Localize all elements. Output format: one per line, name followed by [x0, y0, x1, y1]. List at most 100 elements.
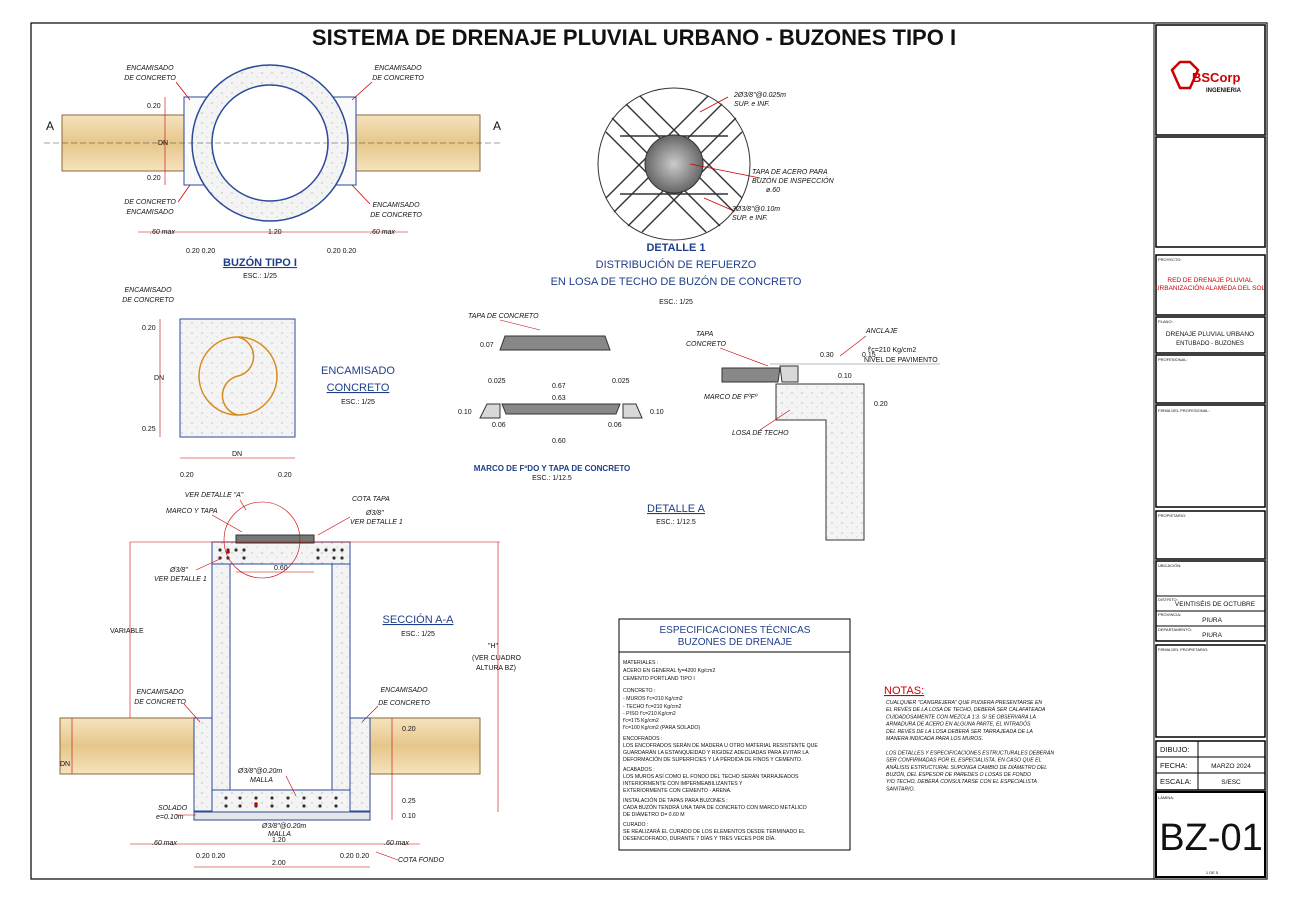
tb-sheet-no: 1 DE 5: [1206, 870, 1219, 875]
logo-icon: [1170, 60, 1200, 90]
marco-d060: 0.60: [552, 438, 566, 445]
tb-escala-lbl: ESCALA:: [1160, 777, 1192, 786]
sec-d060: 0.60: [274, 565, 288, 572]
marco-caption: MARCO DE FºDO Y TAPA DE CONCRETO: [474, 464, 631, 473]
tb-plano2: ENTUBADO - BUZONES: [1176, 341, 1244, 347]
sec-malla1-bot: Ø3/8"@0.20m: [261, 823, 306, 830]
da-marco: MARCO DE FºFº: [704, 394, 758, 401]
specs-line: DEFORMACIÓN DE SUPERFICIES Y LA PÉRDIDA …: [623, 756, 802, 763]
sec-ver1-r: VER DETALLE 1: [350, 519, 403, 526]
enc-dim025: 0.25: [142, 426, 156, 433]
plan-buzon: A A ENCAMISADO DE CONCRETO ENCAMISADO DE…: [44, 64, 501, 280]
sec-d020-r: 0.20: [402, 726, 416, 733]
da-d020: 0.20: [874, 401, 888, 408]
sec-caption: SECCIÓN A-A: [383, 613, 455, 626]
da-tapa1: TAPA: [696, 331, 714, 338]
notas-lines: CUALQUIER "CANGREJERA" QUE PUDIERA PRESE…: [885, 700, 1054, 792]
sec-d200: 2.00: [272, 860, 286, 867]
enc-dim020-b: 0.20: [180, 472, 194, 479]
tb-lamina: BZ-01: [1159, 817, 1262, 859]
specs-line: CONCRETO :: [623, 688, 655, 694]
dim-020020-r: 0.20 0.20: [327, 248, 356, 255]
marco-d006-l: 0.06: [492, 422, 506, 429]
specs-line: EXTERIORMENTE CON CEMENTO - ARENA.: [623, 788, 732, 794]
d1-bot-sup: SUP. e INF.: [732, 215, 768, 222]
tb-escala: S/ESC: [1221, 779, 1241, 786]
marco-d006-r: 0.06: [608, 422, 622, 429]
sec-enc-r1: ENCAMISADO: [380, 687, 428, 694]
enc-scale: ESC.: 1/25: [341, 399, 375, 406]
enc-label2: DE CONCRETO: [122, 297, 174, 304]
tb-provincia: PIURA: [1202, 617, 1223, 624]
marco-d0025-r: 0.025: [612, 378, 630, 385]
enc-label1: ENCAMISADO: [124, 287, 172, 294]
sec-h3: ALTURA BZ): [476, 665, 516, 672]
tb-provincia-lbl: PROVINCIA:: [1158, 612, 1181, 617]
sec-d020020-r: 0.20 0.20: [340, 853, 369, 860]
logo-text: BSCorp: [1192, 70, 1240, 85]
specs-line: CADA BUZÓN TENDRÁ UNA TAPA DE CONCRETO C…: [623, 804, 807, 811]
d1-caption2: DISTRIBUCIÓN DE REFUERZO: [596, 258, 757, 271]
specs-line: - MUROS f'c=210 Kg/cm2: [623, 696, 683, 702]
sec-d020020-l: 0.20 0.20: [196, 853, 225, 860]
marco-d010-r: 0.10: [650, 409, 664, 416]
d1-scale: ESC.: 1/25: [659, 299, 693, 306]
logo-sub: INGENIERIA: [1206, 88, 1242, 94]
specs-line: DESENCOFRADO, DURANTE 7 DÍAS Y TRES VECE…: [623, 835, 776, 842]
label-concreto-bl: DE CONCRETO: [124, 199, 176, 206]
sec-malla-bot: MALLA: [268, 831, 291, 838]
sec-solado1: SOLADO: [158, 805, 188, 812]
specs-line: ENCOFRADOS :: [623, 736, 663, 742]
d1-tapa2: BUZÓN DE INSPECCIÓN: [752, 176, 835, 185]
section-mark-left: A: [46, 119, 54, 133]
specs-line: DE DIÁMETRO D= 0.60 M: [623, 811, 685, 818]
sec-d010: 0.10: [402, 813, 416, 820]
da-caption: DETALLE A: [647, 503, 706, 515]
notas-line: LOS DETALLES Y ESPECIFICACIONES ESTRUCTU…: [886, 749, 1054, 756]
sec-enc-l1: ENCAMISADO: [136, 689, 184, 696]
scale-buzon: ESC.: 1/25: [243, 273, 277, 280]
sec-ver-a: VER DETALLE "A": [185, 492, 244, 499]
marco-d010-l: 0.10: [458, 409, 472, 416]
specs-line: INTERIORMENTE CON IMPERMEABILIZANTES Y: [623, 781, 743, 787]
notas-line: MANERA INDICADA PARA LOS MUROS.: [886, 736, 983, 742]
dim-120: 1.20: [268, 229, 282, 236]
notas-line: SER CONFIRMADAS POR EL ESPECIALISTA. EN …: [886, 758, 1042, 764]
da-tapa2: CONCRETO: [686, 341, 726, 348]
dim-020-b: 0.20: [147, 175, 161, 182]
d1-caption3: EN LOSA DE TECHO DE BUZÓN DE CONCRETO: [551, 275, 802, 288]
notas-block: NOTAS: CUALQUIER "CANGREJERA" QUE PUDIER…: [884, 685, 1054, 792]
sec-malla-top: MALLA: [250, 777, 273, 784]
marco-d067: 0.67: [552, 383, 566, 390]
marco-d0025-l: 0.025: [488, 378, 506, 385]
seccion-aa: VER DETALLE "A" COTA TAPA MARCO Y TAPA Ø…: [59, 492, 522, 868]
tb-distrito-lbl: DISTRITO:: [1158, 597, 1178, 602]
tb-distrito: VEINTISÉIS DE OCTUBRE: [1175, 599, 1256, 608]
tb-firma-lbl: FIRMA DEL PROFESIONAL:: [1158, 408, 1210, 413]
tb-profesional-lbl: PROFESIONAL:: [1158, 357, 1188, 362]
notas-line: ANÁLISIS ESTRUCTURAL SUPONGA CAMBIO DE D…: [885, 764, 1047, 771]
tb-fecha-lbl: FECHA:: [1160, 761, 1188, 770]
da-losa: LOSA DE TECHO: [732, 430, 789, 437]
sec-d060max-r: .60 max: [384, 840, 409, 847]
enc-dim020: 0.20: [142, 325, 156, 332]
section-mark-right: A: [493, 119, 501, 133]
detalle-1: 2Ø3/8"@0.025m SUP. e INF. TAPA DE ACERO …: [551, 87, 835, 306]
d1-top-sup: SUP. e INF.: [734, 101, 770, 108]
tb-proyecto1: RED DE DRENAJE PLUVIAL: [1167, 277, 1253, 284]
label-encamisado-bl: ENCAMISADO: [126, 209, 174, 216]
dim-060max-l: .60 max: [150, 229, 175, 236]
specs-line: - PISO f'c=210 Kg/cm2: [623, 711, 676, 717]
d1-tapa3: ø.60: [766, 187, 780, 194]
tb-departamento: PIURA: [1202, 632, 1223, 639]
d1-caption1: DETALLE 1: [646, 242, 705, 254]
marco-d007: 0.07: [480, 342, 494, 349]
da-d015: 0.15: [862, 352, 876, 359]
sec-scale: ESC.: 1/25: [401, 631, 435, 638]
sec-d060max-l: .60 max: [152, 840, 177, 847]
notas-line: SANITARIO.: [886, 786, 915, 792]
marco-tapa-label: TAPA DE CONCRETO: [468, 313, 539, 320]
tb-fecha: MARZO 2024: [1211, 763, 1251, 770]
notas-line: ARMADURA DE ACERO EN ALGUNA PARTE, EL IN…: [885, 721, 1031, 728]
sec-malla1-top: Ø3/8"@0.20m: [237, 768, 282, 775]
